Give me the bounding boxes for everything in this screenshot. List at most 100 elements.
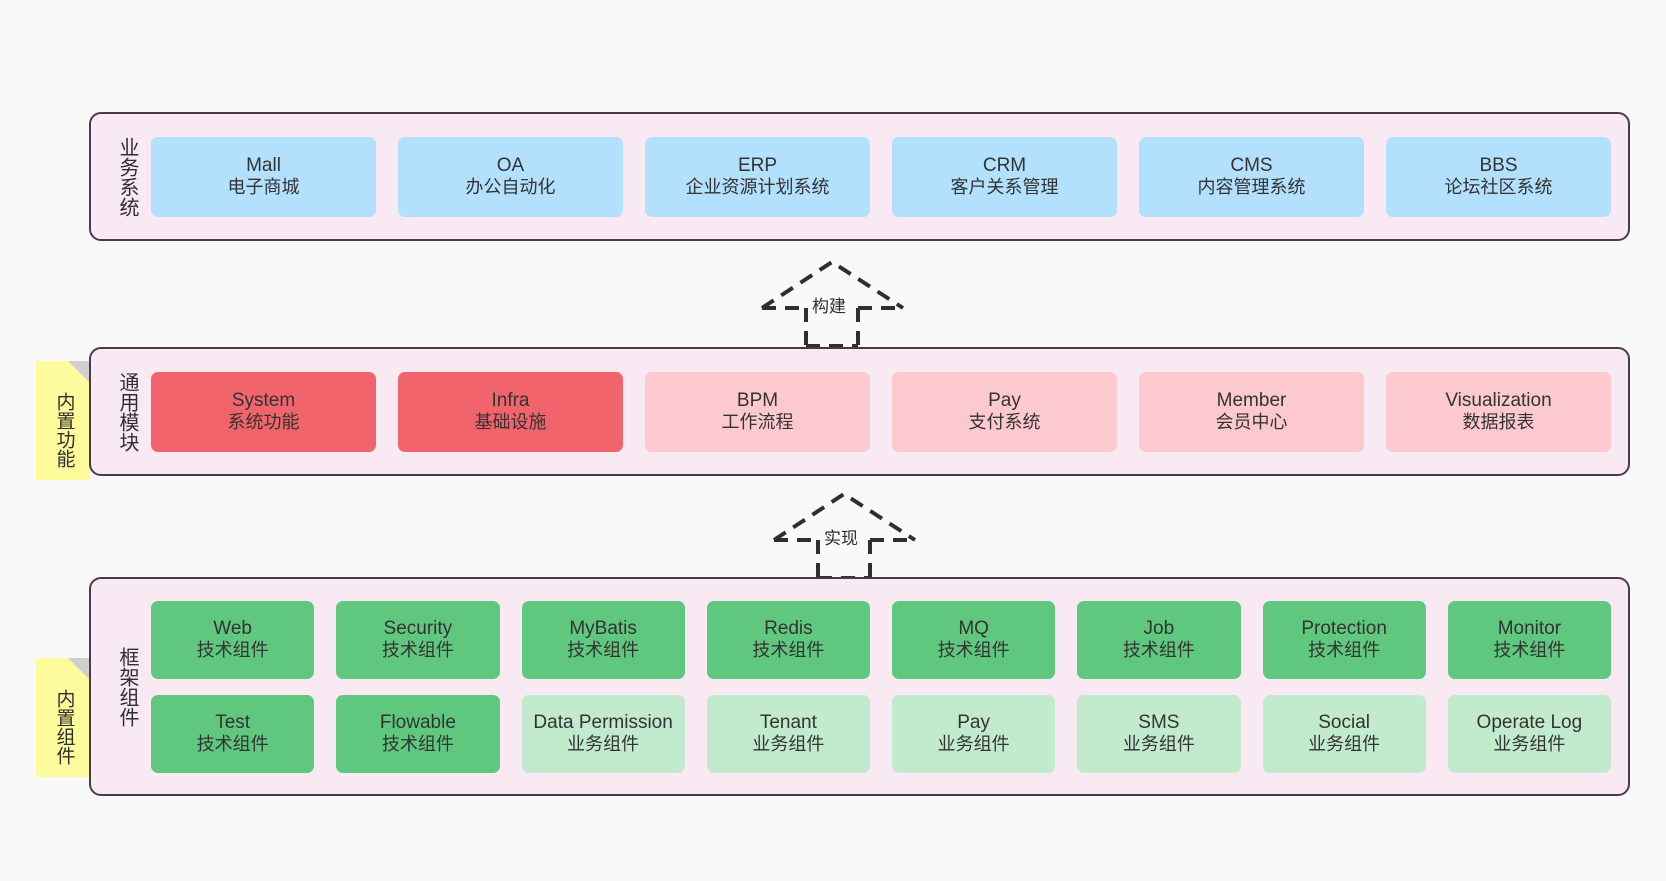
card-data-permission[interactable]: Data Permission 业务组件 bbox=[521, 694, 685, 773]
card-row: Web 技术组件 Security 技术组件 MyBatis 技术组件 Redi… bbox=[151, 600, 1611, 679]
card-title: MyBatis bbox=[569, 617, 637, 639]
card-mall[interactable]: Mall 电子商城 bbox=[151, 136, 376, 217]
arrow-implement: 实现 bbox=[772, 490, 917, 580]
card-mybatis[interactable]: MyBatis 技术组件 bbox=[521, 600, 685, 679]
card-row: System 系统功能 Infra 基础设施 BPM 工作流程 Pay 支付系统… bbox=[151, 371, 1611, 452]
card-subtitle: 业务组件 bbox=[1308, 734, 1381, 755]
card-title: Pay bbox=[988, 389, 1021, 411]
layer-body-common-modules: System 系统功能 Infra 基础设施 BPM 工作流程 Pay 支付系统… bbox=[143, 371, 1628, 452]
card-subtitle: 系统功能 bbox=[227, 412, 300, 433]
card-pay-component[interactable]: Pay 业务组件 bbox=[892, 694, 1056, 773]
card-sms[interactable]: SMS 业务组件 bbox=[1077, 694, 1241, 773]
card-subtitle: 电子商城 bbox=[227, 177, 300, 198]
layer-body-business-systems: Mall 电子商城 OA 办公自动化 ERP 企业资源计划系统 CRM 客户关系… bbox=[143, 136, 1628, 217]
card-pay-module[interactable]: Pay 支付系统 bbox=[892, 371, 1117, 452]
layer-title-framework-components: 框架组件 bbox=[116, 646, 138, 727]
card-cms[interactable]: CMS 内容管理系统 bbox=[1139, 136, 1364, 217]
card-oa[interactable]: OA 办公自动化 bbox=[398, 136, 623, 217]
card-subtitle: 会员中心 bbox=[1215, 412, 1288, 433]
card-title: CRM bbox=[982, 154, 1027, 176]
note-label: 内置组件 bbox=[53, 688, 75, 765]
card-title: ERP bbox=[737, 154, 778, 176]
note-fold-corner-icon bbox=[68, 658, 90, 680]
card-subtitle: 论坛社区系统 bbox=[1444, 177, 1553, 198]
card-subtitle: 工作流程 bbox=[721, 412, 794, 433]
card-job[interactable]: Job 技术组件 bbox=[1077, 600, 1241, 679]
card-bbs[interactable]: BBS 论坛社区系统 bbox=[1386, 136, 1611, 217]
card-subtitle: 业务组件 bbox=[752, 734, 825, 755]
card-monitor[interactable]: Monitor 技术组件 bbox=[1447, 600, 1611, 679]
layer-business-systems: 业务系统 Mall 电子商城 OA 办公自动化 ERP 企业资源计划系统 CRM… bbox=[89, 112, 1630, 241]
card-visualization[interactable]: Visualization 数据报表 bbox=[1386, 371, 1611, 452]
card-flowable[interactable]: Flowable 技术组件 bbox=[336, 694, 500, 773]
card-subtitle: 技术组件 bbox=[1122, 640, 1195, 661]
note-label: 内置功能 bbox=[53, 391, 75, 468]
layer-title-business-systems: 业务系统 bbox=[116, 136, 138, 217]
card-title: MQ bbox=[958, 617, 989, 639]
card-bpm[interactable]: BPM 工作流程 bbox=[645, 371, 870, 452]
card-title: Member bbox=[1216, 389, 1287, 411]
card-subtitle: 技术组件 bbox=[752, 640, 825, 661]
card-crm[interactable]: CRM 客户关系管理 bbox=[892, 136, 1117, 217]
card-subtitle: 数据报表 bbox=[1462, 412, 1535, 433]
card-redis[interactable]: Redis 技术组件 bbox=[706, 600, 870, 679]
card-security[interactable]: Security 技术组件 bbox=[336, 600, 500, 679]
card-title: Tenant bbox=[759, 711, 817, 733]
card-title: Redis bbox=[764, 617, 813, 639]
card-test[interactable]: Test 技术组件 bbox=[151, 694, 315, 773]
card-subtitle: 基础设施 bbox=[474, 412, 547, 433]
card-infra[interactable]: Infra 基础设施 bbox=[398, 371, 623, 452]
card-subtitle: 技术组件 bbox=[196, 640, 269, 661]
card-title: Visualization bbox=[1445, 389, 1552, 411]
card-subtitle: 技术组件 bbox=[196, 734, 269, 755]
card-mq[interactable]: MQ 技术组件 bbox=[892, 600, 1056, 679]
card-operate-log[interactable]: Operate Log 业务组件 bbox=[1447, 694, 1611, 773]
card-erp[interactable]: ERP 企业资源计划系统 bbox=[645, 136, 870, 217]
card-title: Monitor bbox=[1497, 617, 1562, 639]
card-title: Pay bbox=[957, 711, 990, 733]
card-subtitle: 业务组件 bbox=[937, 734, 1010, 755]
card-title: BPM bbox=[736, 389, 779, 411]
layer-common-modules: 通用模块 System 系统功能 Infra 基础设施 BPM 工作流程 Pay… bbox=[89, 347, 1630, 476]
card-title: Test bbox=[215, 711, 251, 733]
card-subtitle: 办公自动化 bbox=[465, 177, 556, 198]
card-title: Web bbox=[213, 617, 252, 639]
card-title: SMS bbox=[1138, 711, 1180, 733]
card-member[interactable]: Member 会员中心 bbox=[1139, 371, 1364, 452]
card-web[interactable]: Web 技术组件 bbox=[151, 600, 315, 679]
sticky-note-builtin-components: 内置组件 bbox=[36, 658, 90, 777]
card-subtitle: 技术组件 bbox=[937, 640, 1010, 661]
card-subtitle: 技术组件 bbox=[567, 640, 640, 661]
card-row: Test 技术组件 Flowable 技术组件 Data Permission … bbox=[151, 694, 1611, 773]
card-subtitle: 客户关系管理 bbox=[950, 177, 1059, 198]
card-subtitle: 业务组件 bbox=[567, 734, 640, 755]
card-title: Mall bbox=[246, 154, 281, 176]
card-title: Data Permission bbox=[533, 711, 673, 733]
card-subtitle: 技术组件 bbox=[1308, 640, 1381, 661]
card-title: Infra bbox=[491, 389, 530, 411]
card-subtitle: 业务组件 bbox=[1493, 734, 1566, 755]
card-social[interactable]: Social 业务组件 bbox=[1262, 694, 1426, 773]
card-title: System bbox=[231, 389, 296, 411]
card-title: Job bbox=[1143, 617, 1175, 639]
card-subtitle: 业务组件 bbox=[1122, 734, 1195, 755]
card-title: CMS bbox=[1230, 154, 1273, 176]
card-subtitle: 技术组件 bbox=[381, 734, 454, 755]
arrow-build: 构建 bbox=[760, 258, 905, 348]
arrow-build-label: 构建 bbox=[812, 297, 846, 316]
card-subtitle: 支付系统 bbox=[968, 412, 1041, 433]
card-title: Operate Log bbox=[1476, 711, 1583, 733]
note-fold-corner-icon bbox=[68, 361, 90, 383]
card-subtitle: 内容管理系统 bbox=[1197, 177, 1306, 198]
card-title: Security bbox=[383, 617, 453, 639]
layer-framework-components: 框架组件 Web 技术组件 Security 技术组件 MyBatis 技术组件… bbox=[89, 577, 1630, 796]
card-subtitle: 企业资源计划系统 bbox=[685, 177, 830, 198]
arrow-implement-label: 实现 bbox=[824, 529, 858, 548]
sticky-note-builtin-features: 内置功能 bbox=[36, 361, 90, 480]
card-system[interactable]: System 系统功能 bbox=[151, 371, 376, 452]
layer-body-framework-components: Web 技术组件 Security 技术组件 MyBatis 技术组件 Redi… bbox=[143, 600, 1628, 773]
card-protection[interactable]: Protection 技术组件 bbox=[1262, 600, 1426, 679]
card-title: Protection bbox=[1301, 617, 1387, 639]
card-tenant[interactable]: Tenant 业务组件 bbox=[706, 694, 870, 773]
